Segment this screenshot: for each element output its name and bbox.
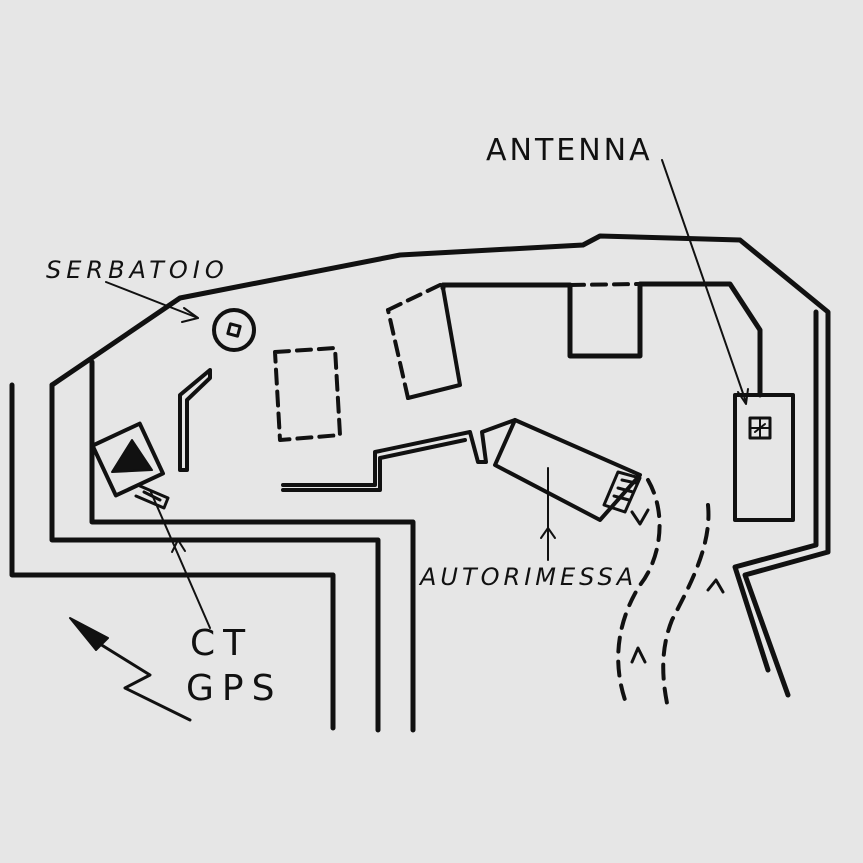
street-left <box>9 382 336 731</box>
site-boundary-outline <box>49 233 831 698</box>
inner-wall <box>89 359 416 733</box>
antenna-pointer <box>661 159 747 403</box>
site-boundary-top <box>49 382 381 733</box>
vehicle-arrow-2 <box>630 646 647 664</box>
vehicle-arrow-3 <box>706 578 725 594</box>
ct-label: CT <box>190 623 253 664</box>
dashed-building-2b <box>406 286 462 400</box>
serbatoio-label: SERBATOIO <box>46 256 229 284</box>
dashed-building-2c <box>386 308 410 400</box>
antenna-building <box>733 393 795 522</box>
garage-pointer-head <box>540 527 556 539</box>
serbatoio-pointer <box>105 281 199 319</box>
garage-door <box>602 470 642 514</box>
antenna-label: ANTENNA <box>486 133 653 168</box>
autorimessa-label: AUTORIMESSA <box>418 563 637 591</box>
vehicle-arrow-1 <box>630 508 650 526</box>
triangle-survey-icon <box>111 439 153 473</box>
dashed-building-1 <box>273 346 342 442</box>
antenna-icon-cross <box>749 417 771 439</box>
north-arrow-shaft <box>98 642 192 722</box>
serbatoio-pointer-head <box>181 307 199 323</box>
ct-pointer <box>149 489 211 629</box>
ct-pointer-head <box>171 539 186 553</box>
tank-circle <box>212 308 256 352</box>
survey-box <box>90 421 165 498</box>
compound-wall-right <box>440 281 763 398</box>
dashed-building-2 <box>386 283 442 312</box>
vehicle-path-inner <box>661 503 711 710</box>
garage-building <box>493 418 642 522</box>
garage-wall-inner <box>281 438 467 492</box>
antenna-pointer-head <box>737 388 749 405</box>
angled-wall-left <box>178 368 212 472</box>
compound-wall-right-inner <box>732 309 819 673</box>
vehicle-path-outer <box>616 478 662 702</box>
dashed-roof <box>568 282 642 287</box>
tank-icon <box>226 322 242 338</box>
garage-wall <box>281 418 517 487</box>
gps-label: GPS <box>186 668 282 709</box>
